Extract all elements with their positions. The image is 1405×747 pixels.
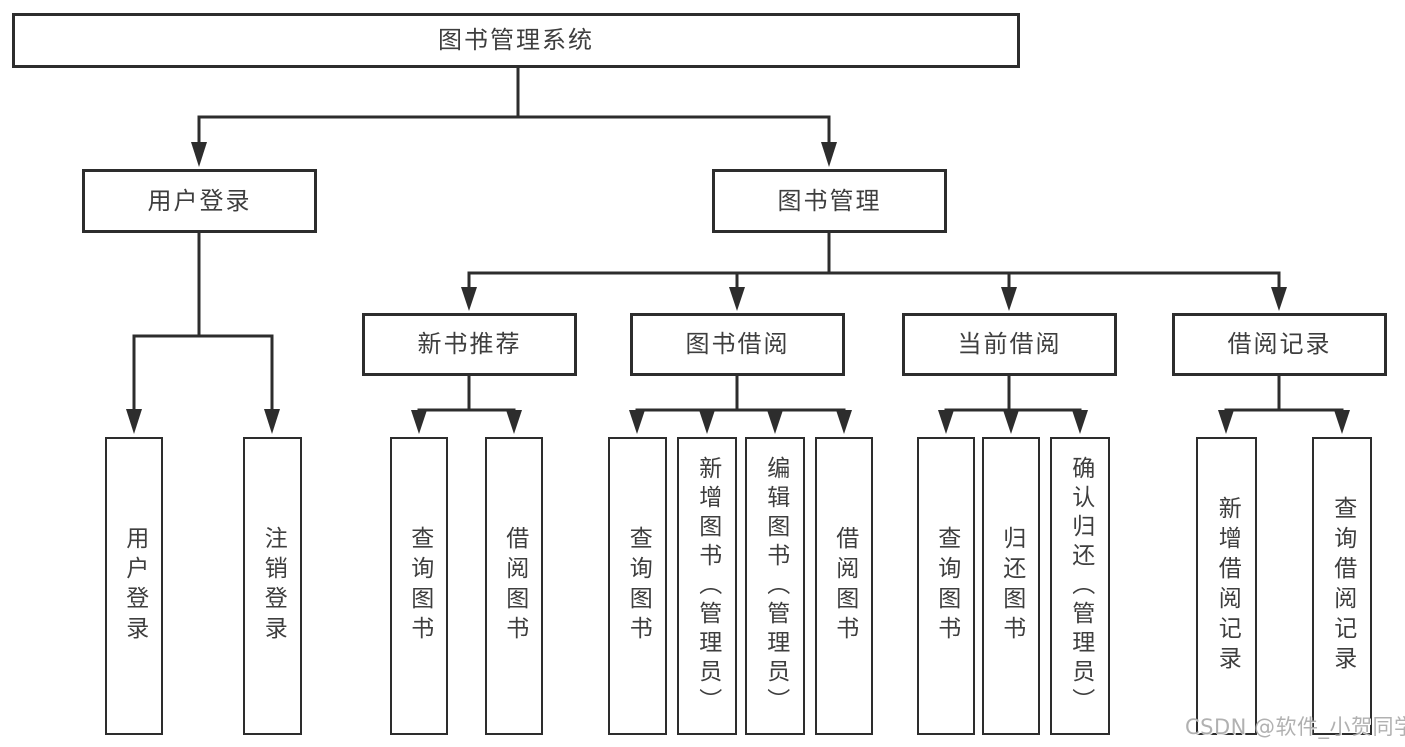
node-leaf-records-add-record: 新增借阅记录 xyxy=(1196,437,1257,735)
node-leaf-current-confirm-return-admin: 确认归还（管理员） xyxy=(1050,437,1110,735)
node-leaf-current-query-books: 查询图书 xyxy=(917,437,975,735)
node-leaf-records-query-record: 查询借阅记录 xyxy=(1312,437,1372,735)
node-book-management-branch: 图书管理 xyxy=(712,169,947,233)
node-leaf-recommend-borrow-books: 借阅图书 xyxy=(485,437,543,735)
node-borrowing-records: 借阅记录 xyxy=(1172,313,1387,376)
node-root-library-system: 图书管理系统 xyxy=(12,13,1020,68)
arrowheads xyxy=(126,142,1350,434)
node-leaf-borrowing-borrow-books: 借阅图书 xyxy=(815,437,873,735)
node-leaf-current-return-books: 归还图书 xyxy=(982,437,1040,735)
node-leaf-logout: 注销登录 xyxy=(243,437,302,735)
node-book-borrowing: 图书借阅 xyxy=(630,313,845,376)
node-leaf-user-login: 用户登录 xyxy=(105,437,163,735)
node-leaf-borrowing-edit-books-admin: 编辑图书（管理员） xyxy=(745,437,805,735)
node-leaf-borrowing-query-books: 查询图书 xyxy=(608,437,667,735)
node-leaf-recommend-query-books: 查询图书 xyxy=(390,437,448,735)
csdn-watermark: CSDN @软件_小贺同学 xyxy=(1185,715,1405,739)
node-user-login-branch: 用户登录 xyxy=(82,169,317,233)
node-current-borrowing: 当前借阅 xyxy=(902,313,1117,376)
node-new-book-recommend: 新书推荐 xyxy=(362,313,577,376)
node-leaf-borrowing-add-books-admin: 新增图书（管理员） xyxy=(677,437,737,735)
